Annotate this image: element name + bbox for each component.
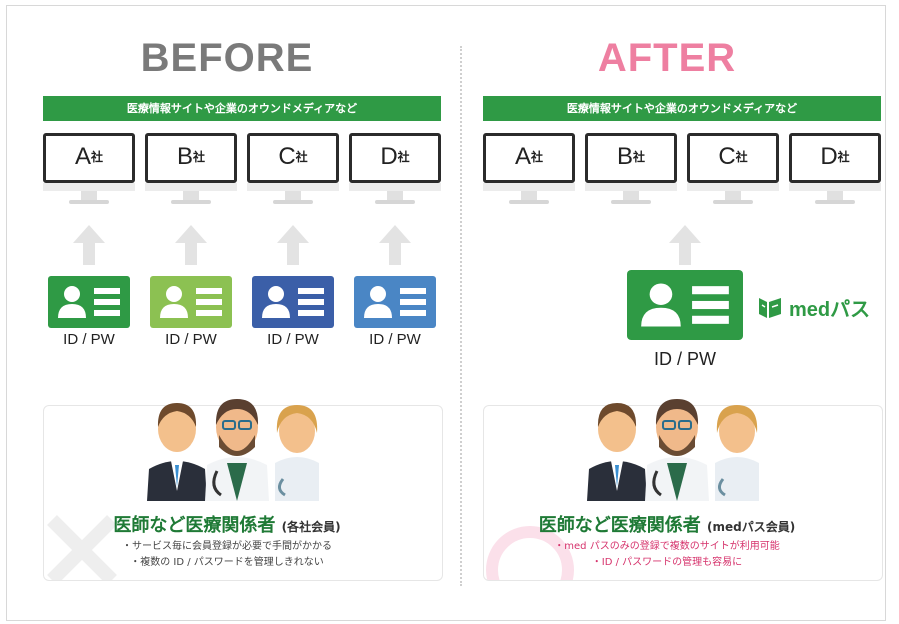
members-title-main: 医師など医療関係者 xyxy=(538,515,701,536)
screen-c: C社 xyxy=(247,133,339,183)
site-suffix: 社 xyxy=(837,150,850,164)
members-title-main: 医師など医療関係者 xyxy=(113,515,276,536)
circle-mark-icon xyxy=(486,526,574,580)
site-letter: D xyxy=(820,143,838,170)
medpass-logo-icon xyxy=(759,298,781,318)
id-pw-label: ID / PW xyxy=(654,349,716,369)
id-card-icon xyxy=(354,276,436,328)
monitor-d: D社 xyxy=(789,133,881,213)
up-arrow-icon xyxy=(379,225,411,265)
site-suffix: 社 xyxy=(397,150,410,164)
id-card-icon xyxy=(48,276,130,328)
site-letter: B xyxy=(176,143,193,170)
after-panel: AFTER 医療情報サイトや企業のオウンドメディアなど A社 B社 C社 D社 … xyxy=(447,6,887,622)
screen-a: A社 xyxy=(483,133,575,183)
up-arrow-icon xyxy=(277,225,309,265)
site-letter: C xyxy=(718,143,736,170)
site-letter: D xyxy=(380,143,398,170)
medical-professionals-illustration xyxy=(147,399,319,501)
members-title: 医師など医療関係者 (medパス会員) xyxy=(447,511,887,537)
screen-b: B社 xyxy=(145,133,237,183)
before-panel: BEFORE 医療情報サイトや企業のオウンドメディアなど A社 B社 C社 D社 xyxy=(7,6,447,622)
site-suffix: 社 xyxy=(531,150,544,164)
bullet-item: ・med パスのみの登録で複数のサイトが利用可能 xyxy=(554,541,780,552)
cross-mark-icon xyxy=(47,515,117,580)
up-arrow-icon xyxy=(669,225,701,265)
members-title-sub: (medパス会員) xyxy=(707,520,796,534)
monitor-c: C社 xyxy=(247,133,339,213)
before-banner: 医療情報サイトや企業のオウンドメディアなど xyxy=(43,96,441,121)
monitor-c: C社 xyxy=(687,133,779,213)
bullet-item: ・複数の ID / パスワードを管理しきれない xyxy=(130,557,324,568)
monitor-a: A社 xyxy=(43,133,135,213)
id-pw-label: ID / PW xyxy=(267,331,319,348)
id-pw-label: ID / PW xyxy=(369,331,421,348)
medpass-logo-text: medパス xyxy=(789,298,871,321)
monitor-b: B社 xyxy=(585,133,677,213)
after-banner: 医療情報サイトや企業のオウンドメディアなど xyxy=(483,96,881,121)
site-suffix: 社 xyxy=(735,150,748,164)
medical-professionals-illustration xyxy=(587,399,759,501)
site-letter: A xyxy=(514,143,531,170)
up-arrow-icon xyxy=(73,225,105,265)
screen-d: D社 xyxy=(349,133,441,183)
site-letter: B xyxy=(616,143,633,170)
id-card-icon xyxy=(627,270,743,340)
monitor-d: D社 xyxy=(349,133,441,213)
id-pw-label: ID / PW xyxy=(165,331,217,348)
site-suffix: 社 xyxy=(193,150,206,164)
site-letter: A xyxy=(74,143,91,170)
site-suffix: 社 xyxy=(295,150,308,164)
screen-a: A社 xyxy=(43,133,135,183)
monitor-a: A社 xyxy=(483,133,575,213)
divider xyxy=(460,46,462,586)
bullet-list: ・med パスのみの登録で複数のサイトが利用可能 ・ID / パスワードの管理も… xyxy=(447,539,887,571)
bullet-list: ・サービス毎に会員登録が必要で手間がかかる ・複数の ID / パスワードを管理… xyxy=(7,539,447,571)
bullet-item: ・ID / パスワードの管理も容易に xyxy=(591,557,743,568)
screen-b: B社 xyxy=(585,133,677,183)
medpass-logo: medパス xyxy=(757,294,871,321)
monitor-b: B社 xyxy=(145,133,237,213)
diagram-frame: BEFORE 医療情報サイトや企業のオウンドメディアなど A社 B社 C社 D社 xyxy=(6,5,886,621)
site-letter: C xyxy=(278,143,296,170)
bullet-item: ・サービス毎に会員登録が必要で手間がかかる xyxy=(122,541,332,552)
after-heading: AFTER xyxy=(597,36,737,80)
before-heading: BEFORE xyxy=(140,36,314,80)
members-title-sub: (各社会員) xyxy=(281,520,341,534)
id-card-icon xyxy=(150,276,232,328)
site-suffix: 社 xyxy=(91,150,104,164)
screen-c: C社 xyxy=(687,133,779,183)
up-arrow-icon xyxy=(175,225,207,265)
screen-d: D社 xyxy=(789,133,881,183)
id-card-icon xyxy=(252,276,334,328)
members-title: 医師など医療関係者 (各社会員) xyxy=(7,511,447,537)
id-pw-label: ID / PW xyxy=(63,331,115,348)
site-suffix: 社 xyxy=(633,150,646,164)
